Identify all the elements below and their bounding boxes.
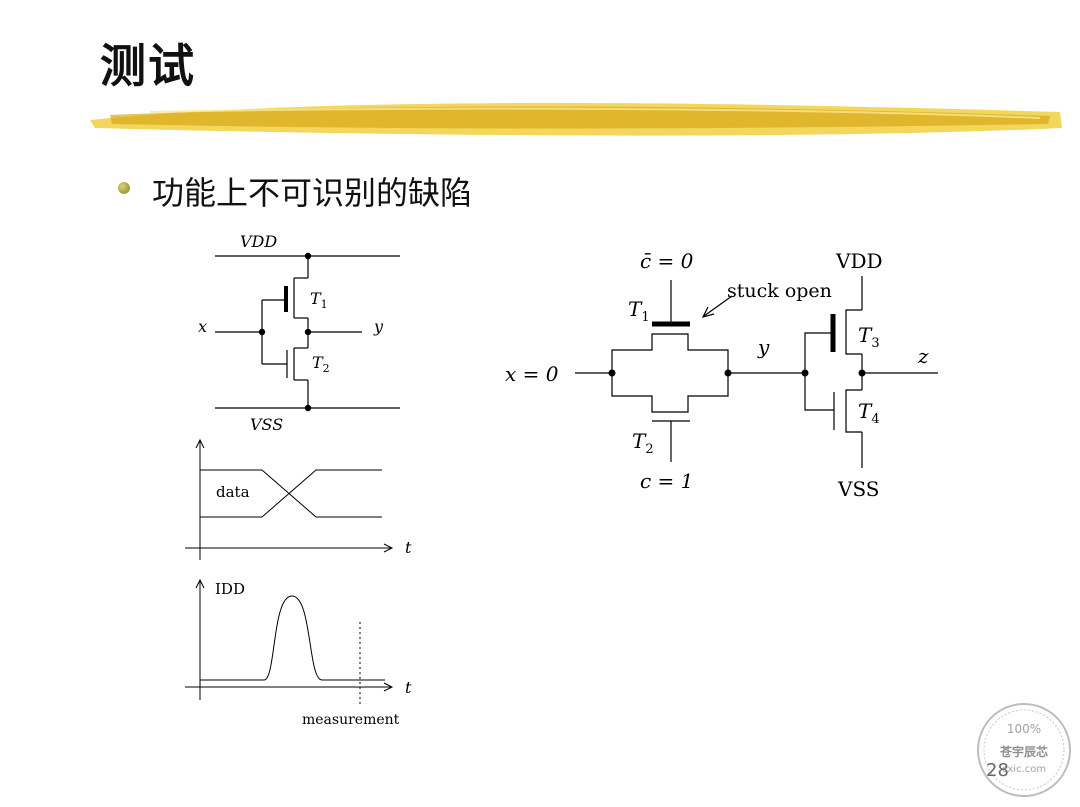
cbar-label: c̄ = 0 — [640, 249, 694, 273]
right-t2-label: T2 — [632, 429, 654, 457]
right-t4-label: T4 — [858, 399, 880, 427]
slide-number: 28 — [986, 760, 1009, 781]
watermark-middle-text: 苍宇辰芯 — [999, 744, 1048, 759]
data-plot-axis-label: t — [405, 538, 412, 557]
watermark-top-text: 100% — [1007, 722, 1041, 736]
data-waveform-low — [200, 469, 382, 518]
brush-stroke-decoration — [90, 102, 1062, 136]
right-vss-label: VSS — [837, 477, 880, 501]
left-input-label: x — [198, 317, 207, 336]
output-node — [304, 328, 312, 336]
left-vdd-label: VDD — [240, 232, 277, 251]
right-vdd-label: VDD — [835, 249, 883, 273]
stuck-open-label: stuck open — [727, 280, 832, 302]
x-label: x = 0 — [505, 362, 559, 386]
inverter-input-node — [801, 369, 809, 377]
tg-output-node — [724, 369, 732, 377]
vdd-node — [304, 252, 312, 260]
measurement-label: measurement — [302, 712, 400, 728]
c-label: c = 1 — [640, 469, 693, 493]
input-node — [258, 328, 266, 336]
right-transmission-gate-circuit — [575, 276, 938, 468]
data-timing-plot — [185, 438, 394, 560]
idd-pulse-curve — [200, 595, 385, 681]
tg-input-node — [608, 369, 616, 377]
left-t2-label: T2 — [312, 353, 330, 375]
idd-current-plot — [185, 578, 394, 706]
right-t1-label: T1 — [628, 297, 650, 325]
left-output-label: y — [373, 317, 384, 336]
bullet-dot-icon — [118, 182, 130, 194]
data-plot-label: data — [216, 483, 250, 501]
vss-node — [304, 404, 312, 412]
watermark-seal: 100% 苍宇辰芯 cxic.com — [977, 703, 1071, 797]
z-label: z — [917, 344, 929, 368]
inverter-output-node — [858, 369, 866, 377]
left-t1-label: T1 — [310, 289, 328, 311]
watermark-bottom-text: cxic.com — [1002, 764, 1046, 775]
idd-plot-label: IDD — [215, 580, 245, 598]
bullet-text: 功能上不可识别的缺陷 — [152, 174, 473, 212]
idd-plot-axis-label: t — [405, 678, 412, 697]
y-label: y — [757, 335, 770, 359]
left-vss-label: VSS — [250, 415, 283, 434]
right-t3-label: T3 — [858, 323, 880, 351]
slide-title: 测试 — [100, 39, 196, 93]
